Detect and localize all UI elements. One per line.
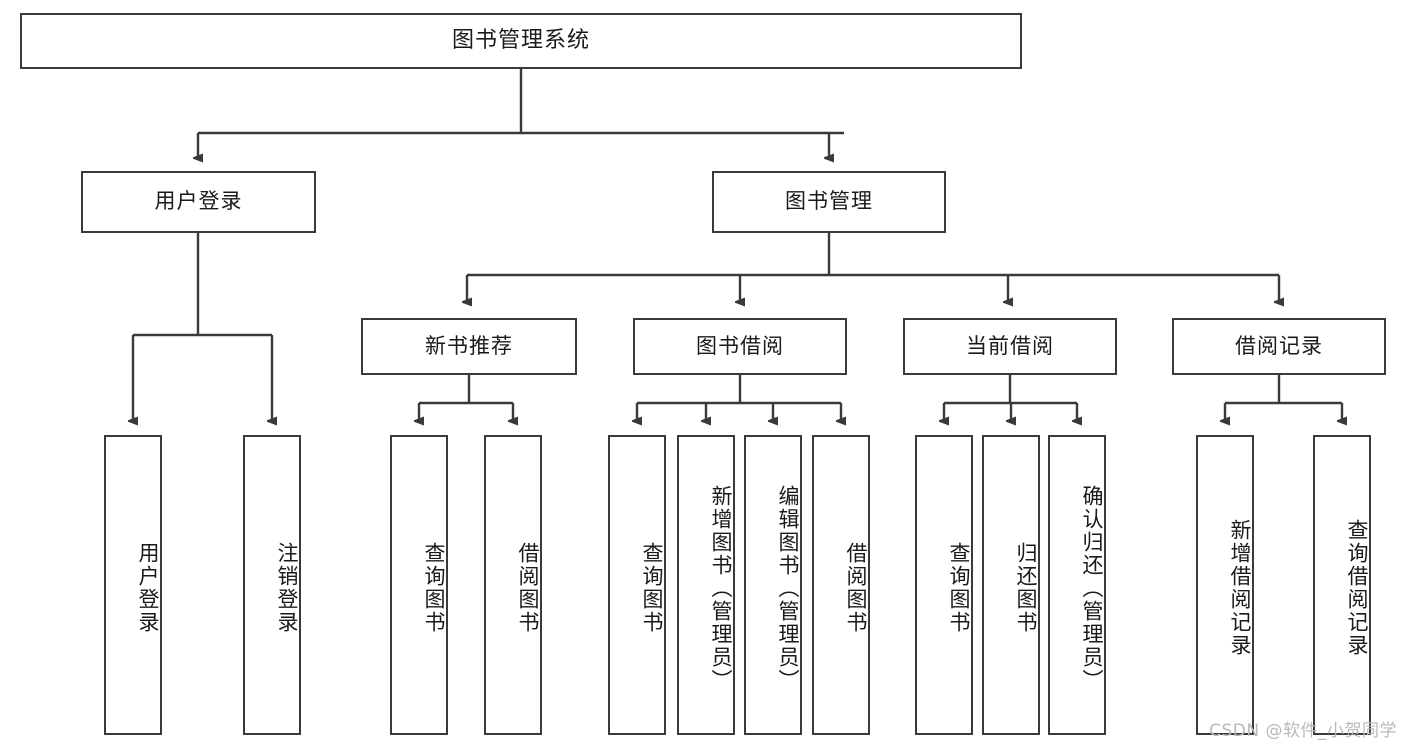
leaf-borrow-record-add-record-label: 新增借阅记录 (1228, 519, 1252, 657)
leaf-current-borrow-confirm-return[interactable]: 确认归还（管理员） (1048, 435, 1106, 735)
leaf-book-borrow-borrow-book[interactable]: 借阅图书 (812, 435, 870, 735)
leaf-book-borrow-borrow-book-label: 借阅图书 (844, 542, 868, 634)
node-root-system[interactable]: 图书管理系统 (20, 13, 1022, 69)
node-new-book-recommend-label: 新书推荐 (425, 333, 513, 358)
leaf-book-borrow-query-book[interactable]: 查询图书 (608, 435, 666, 735)
node-root-system-label: 图书管理系统 (451, 27, 590, 53)
leaf-new-book-borrow-book-label: 借阅图书 (516, 542, 540, 634)
node-current-borrow[interactable]: 当前借阅 (903, 318, 1117, 375)
node-borrow-record[interactable]: 借阅记录 (1172, 318, 1386, 375)
node-current-borrow-label: 当前借阅 (966, 333, 1054, 358)
leaf-current-borrow-return-book[interactable]: 归还图书 (982, 435, 1040, 735)
leaf-current-borrow-query-book-label: 查询图书 (947, 542, 971, 634)
node-book-borrow[interactable]: 图书借阅 (633, 318, 847, 375)
leaf-book-borrow-add-book-label: 新增图书（管理员） (709, 484, 733, 692)
leaf-user-login-logout-label: 注销登录 (275, 542, 299, 634)
leaf-current-borrow-query-book[interactable]: 查询图书 (915, 435, 973, 735)
leaf-user-login-login[interactable]: 用户登录 (104, 435, 162, 735)
leaf-borrow-record-add-record[interactable]: 新增借阅记录 (1196, 435, 1254, 735)
node-user-login[interactable]: 用户登录 (81, 171, 316, 233)
leaf-book-borrow-edit-book-label: 编辑图书（管理员） (776, 484, 800, 692)
leaf-borrow-record-query-record-label: 查询借阅记录 (1345, 519, 1369, 657)
leaf-current-borrow-confirm-return-label: 确认归还（管理员） (1080, 484, 1104, 692)
csdn-watermark: CSDN @软件_小贺同学 (1209, 721, 1397, 741)
leaf-current-borrow-return-book-label: 归还图书 (1014, 542, 1038, 634)
node-user-login-label: 用户登录 (154, 189, 243, 214)
leaf-user-login-logout[interactable]: 注销登录 (243, 435, 301, 735)
leaf-book-borrow-query-book-label: 查询图书 (640, 542, 664, 634)
leaf-new-book-borrow-book[interactable]: 借阅图书 (484, 435, 542, 735)
node-book-borrow-label: 图书借阅 (696, 333, 784, 358)
node-book-management[interactable]: 图书管理 (712, 171, 946, 233)
node-new-book-recommend[interactable]: 新书推荐 (361, 318, 577, 375)
leaf-book-borrow-edit-book[interactable]: 编辑图书（管理员） (744, 435, 802, 735)
node-borrow-record-label: 借阅记录 (1235, 333, 1323, 358)
leaf-user-login-login-label: 用户登录 (136, 542, 160, 634)
leaf-borrow-record-query-record[interactable]: 查询借阅记录 (1313, 435, 1371, 735)
node-book-management-label: 图书管理 (785, 189, 873, 214)
leaf-new-book-query-book-label: 查询图书 (422, 542, 446, 634)
leaf-new-book-query-book[interactable]: 查询图书 (390, 435, 448, 735)
leaf-book-borrow-add-book[interactable]: 新增图书（管理员） (677, 435, 735, 735)
